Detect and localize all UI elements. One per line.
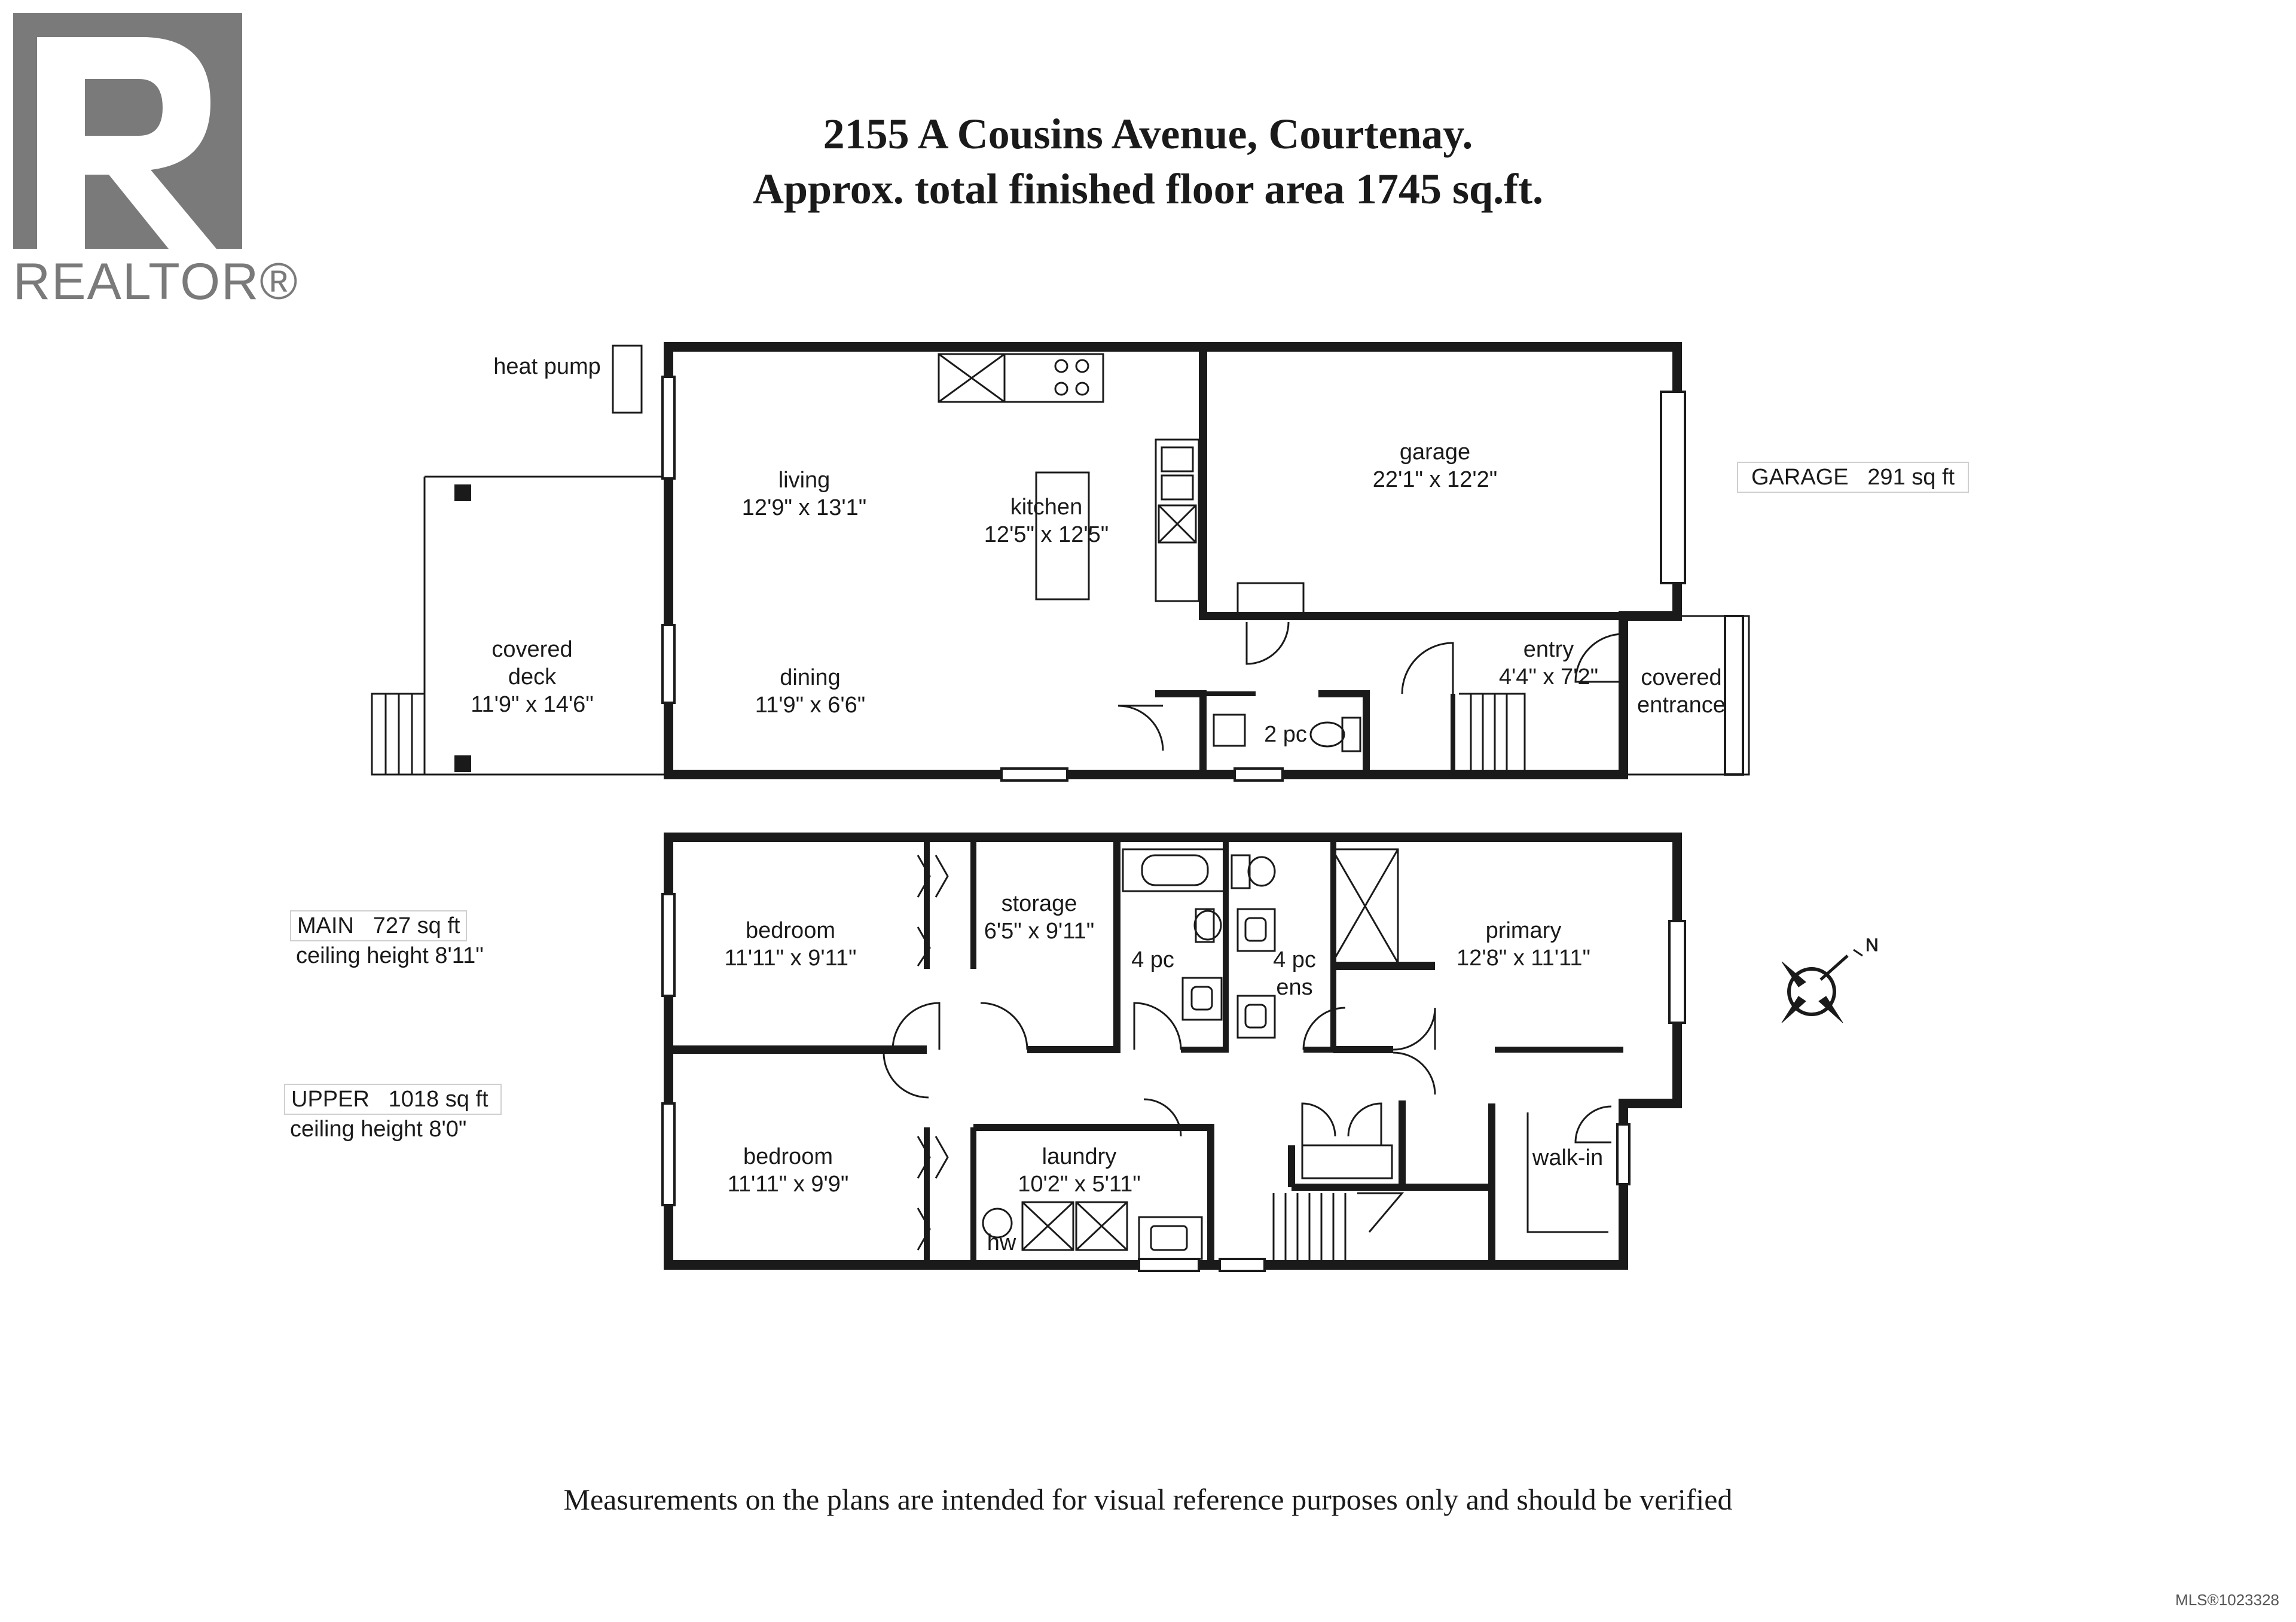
upper-ceiling-height: ceiling height 8'0" bbox=[290, 1117, 467, 1142]
upper-area-value: 1018 sq ft bbox=[388, 1087, 488, 1112]
room-label-bedroom-2: bedroom 11'11" x 9'9" bbox=[728, 1144, 849, 1197]
main-area-box: MAIN 727 sq ft ceiling height 8'11" bbox=[290, 910, 490, 970]
room-label-storage: storage 6'5" x 9'11" bbox=[984, 891, 1094, 944]
mls-number: MLS®1023328 bbox=[2175, 1591, 2279, 1609]
deck-post bbox=[454, 484, 471, 501]
room-label-line: 2 pc bbox=[1264, 722, 1307, 747]
room-label-laundry: laundry 10'2" x 5'11" bbox=[1018, 1144, 1141, 1197]
room-label-line: 6'5" x 9'11" bbox=[984, 919, 1094, 944]
room-label-line: entry bbox=[1523, 637, 1574, 662]
main-floor-windows bbox=[661, 376, 1744, 782]
deck-post bbox=[454, 755, 471, 772]
room-label-line: walk-in bbox=[1532, 1145, 1603, 1170]
room-label-line: 11'11" x 9'9" bbox=[728, 1172, 849, 1197]
kitchen-fixtures bbox=[938, 353, 1624, 775]
garage-area-value: 291 sq ft bbox=[1867, 465, 1955, 490]
disclaimer-text: Measurements on the plans are intended f… bbox=[563, 1483, 1733, 1516]
room-label-line: 4 pc bbox=[1273, 947, 1316, 972]
room-label-line: deck bbox=[508, 664, 557, 690]
room-label-4pc: 4 pc bbox=[1131, 947, 1174, 972]
room-label-line: garage bbox=[1400, 440, 1470, 465]
room-label-hw: hw bbox=[987, 1230, 1016, 1255]
main-ceiling-height: ceiling height 8'11" bbox=[296, 943, 484, 968]
room-label-covered-entrance: covered entrance bbox=[1637, 665, 1726, 718]
room-label-line: dining bbox=[780, 665, 840, 690]
upper-floor-windows bbox=[661, 893, 1686, 1272]
upper-area-box: UPPER 1018 sq ft ceiling height 8'0" bbox=[284, 1084, 502, 1144]
area-title: Approx. total finished floor area 1745 s… bbox=[752, 165, 1544, 213]
garage-area-box: GARAGE 291 sq ft bbox=[1737, 462, 1970, 493]
room-label-line: hw bbox=[987, 1230, 1016, 1255]
upper-floor-walls bbox=[664, 833, 1682, 1270]
room-label-line: ens bbox=[1276, 975, 1312, 1000]
room-label-line: entrance bbox=[1637, 693, 1726, 718]
room-label-4pc-ens: 4 pc ens bbox=[1273, 947, 1316, 1000]
garage-area-label: GARAGE bbox=[1751, 465, 1849, 490]
room-label-line: kitchen bbox=[1010, 495, 1082, 520]
room-label-line: 11'9" x 14'6" bbox=[471, 692, 594, 717]
room-label-line: 11'11" x 9'11" bbox=[724, 946, 856, 971]
main-area-value: 727 sq ft bbox=[373, 913, 460, 938]
room-label-walk-in: walk-in bbox=[1532, 1145, 1603, 1170]
room-label-line: 12'9" x 13'1" bbox=[742, 495, 866, 520]
room-label-line: 11'9" x 6'6" bbox=[755, 693, 865, 718]
room-label-line: covered bbox=[491, 637, 572, 662]
compass-north-label: N bbox=[1866, 935, 1879, 955]
room-label-line: 10'2" x 5'11" bbox=[1018, 1172, 1141, 1197]
room-label-primary: primary 12'8" x 11'11" bbox=[1457, 918, 1590, 971]
room-label-bedroom-1: bedroom 11'11" x 9'11" bbox=[724, 918, 856, 971]
room-label-heat-pump: heat pump bbox=[493, 354, 601, 379]
room-label-line: living bbox=[778, 468, 831, 493]
room-label-dining: dining 11'9" x 6'6" bbox=[755, 665, 865, 718]
upper-floor-fixtures bbox=[883, 848, 1612, 1265]
room-label-line: bedroom bbox=[743, 1144, 833, 1169]
room-label-line: 4'4" x 7'2" bbox=[1499, 664, 1598, 690]
room-label-line: 4 pc bbox=[1131, 947, 1174, 972]
realtor-logo: REALTOR® bbox=[13, 13, 298, 310]
covered-deck-outline bbox=[371, 475, 664, 776]
realtor-logo-text: REALTOR® bbox=[13, 253, 299, 310]
realtor-logo-mark bbox=[13, 13, 242, 249]
room-label-line: 22'1" x 12'2" bbox=[1373, 467, 1497, 492]
upper-floor-labels: bedroom 11'11" x 9'11" storage 6'5" x 9'11… bbox=[724, 891, 1603, 1255]
room-label-line: bedroom bbox=[746, 918, 835, 943]
room-label-line: covered bbox=[1641, 665, 1721, 690]
compass: N bbox=[1781, 935, 1879, 1023]
room-label-line: primary bbox=[1486, 918, 1562, 943]
main-area-label: MAIN bbox=[297, 913, 354, 938]
room-label-line: heat pump bbox=[493, 354, 601, 379]
upper-area-label: UPPER bbox=[291, 1087, 370, 1112]
covered-entrance-outline bbox=[1623, 615, 1750, 776]
room-label-line: 12'5" x 12'5" bbox=[984, 522, 1109, 547]
room-label-line: storage bbox=[1002, 891, 1077, 916]
room-label-line: laundry bbox=[1042, 1144, 1117, 1169]
room-label-line: 12'8" x 11'11" bbox=[1457, 946, 1590, 971]
heat-pump-unit bbox=[612, 344, 643, 414]
room-label-2pc: 2 pc bbox=[1264, 722, 1307, 747]
address-title: 2155 A Cousins Avenue, Courtenay. bbox=[823, 110, 1473, 158]
